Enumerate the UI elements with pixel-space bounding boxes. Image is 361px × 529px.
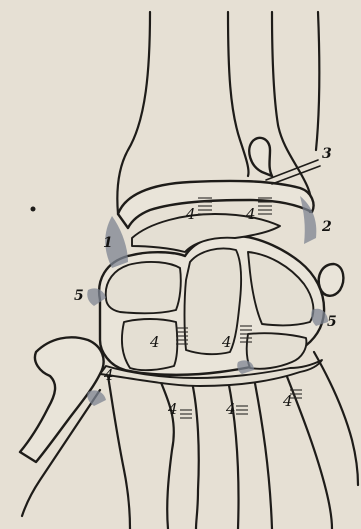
label-4-mid-right: 4: [221, 333, 232, 351]
label-4-left: 4: [103, 366, 114, 384]
label-4-mid-left: 4: [149, 333, 160, 351]
label-5-left: 5: [74, 288, 84, 304]
label-4-bottom-1: 4: [167, 400, 178, 418]
label-3: 3: [322, 146, 332, 162]
label-2: 2: [321, 219, 332, 235]
lunate-bone: [185, 249, 242, 355]
label-5-right: 5: [327, 314, 337, 330]
label-4-top-right: 4: [245, 205, 256, 223]
label-1: 1: [103, 235, 113, 251]
pisiform-bone: [319, 264, 344, 296]
label-4-bottom-3: 4: [282, 392, 293, 410]
dot-mark: [31, 207, 36, 212]
label-4-bottom-2: 4: [225, 400, 236, 418]
label-4-top-left: 4: [185, 205, 196, 223]
